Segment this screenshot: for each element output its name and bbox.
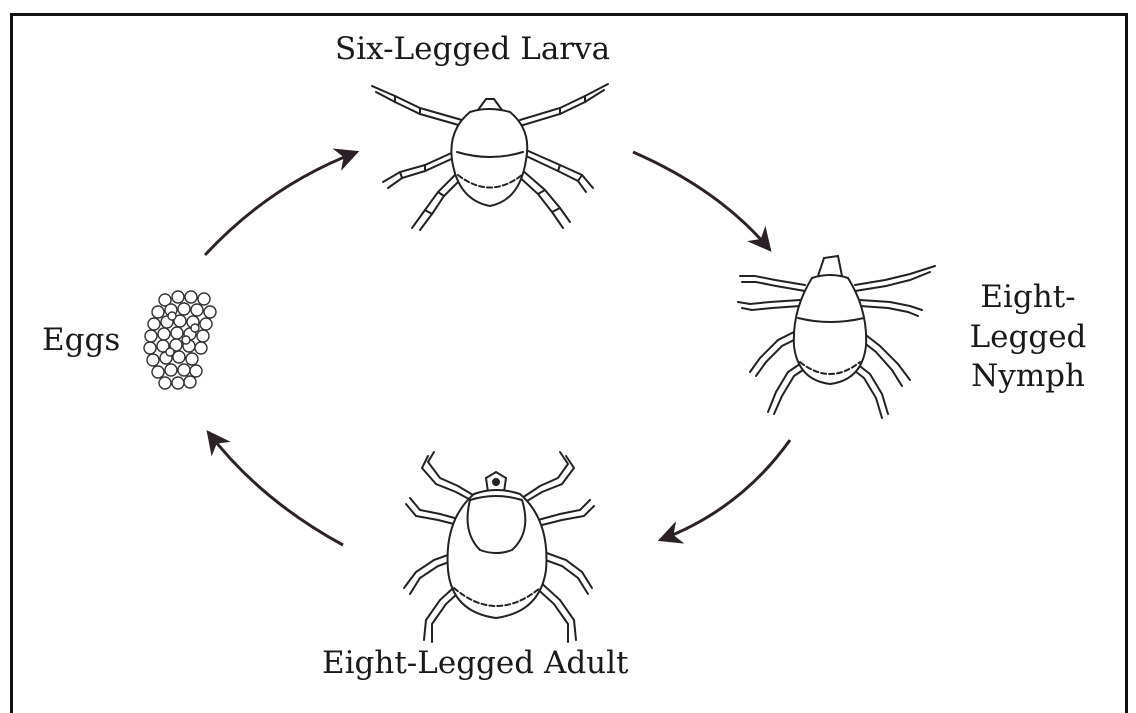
adult-label: Eight-Legged Adult	[322, 646, 629, 682]
arrow-eggs-to-larva	[205, 152, 357, 255]
arrow-larva-to-nymph	[633, 152, 770, 250]
eggs-illustration	[144, 291, 216, 389]
eggs-label: Eggs	[42, 323, 120, 359]
nymph-label: Eight- Legged Nymph	[963, 278, 1093, 397]
nymph-label-line-3: Nymph	[963, 357, 1093, 397]
arrow-nymph-to-adult	[660, 440, 790, 540]
arrow-adult-to-eggs	[208, 432, 343, 545]
larva-label: Six-Legged Larva	[335, 32, 610, 68]
nymph-label-line-1: Eight-	[963, 278, 1093, 318]
adult-illustration	[404, 452, 594, 642]
larva-illustration	[372, 84, 608, 230]
nymph-illustration	[738, 256, 935, 418]
nymph-label-line-2: Legged	[963, 318, 1093, 358]
